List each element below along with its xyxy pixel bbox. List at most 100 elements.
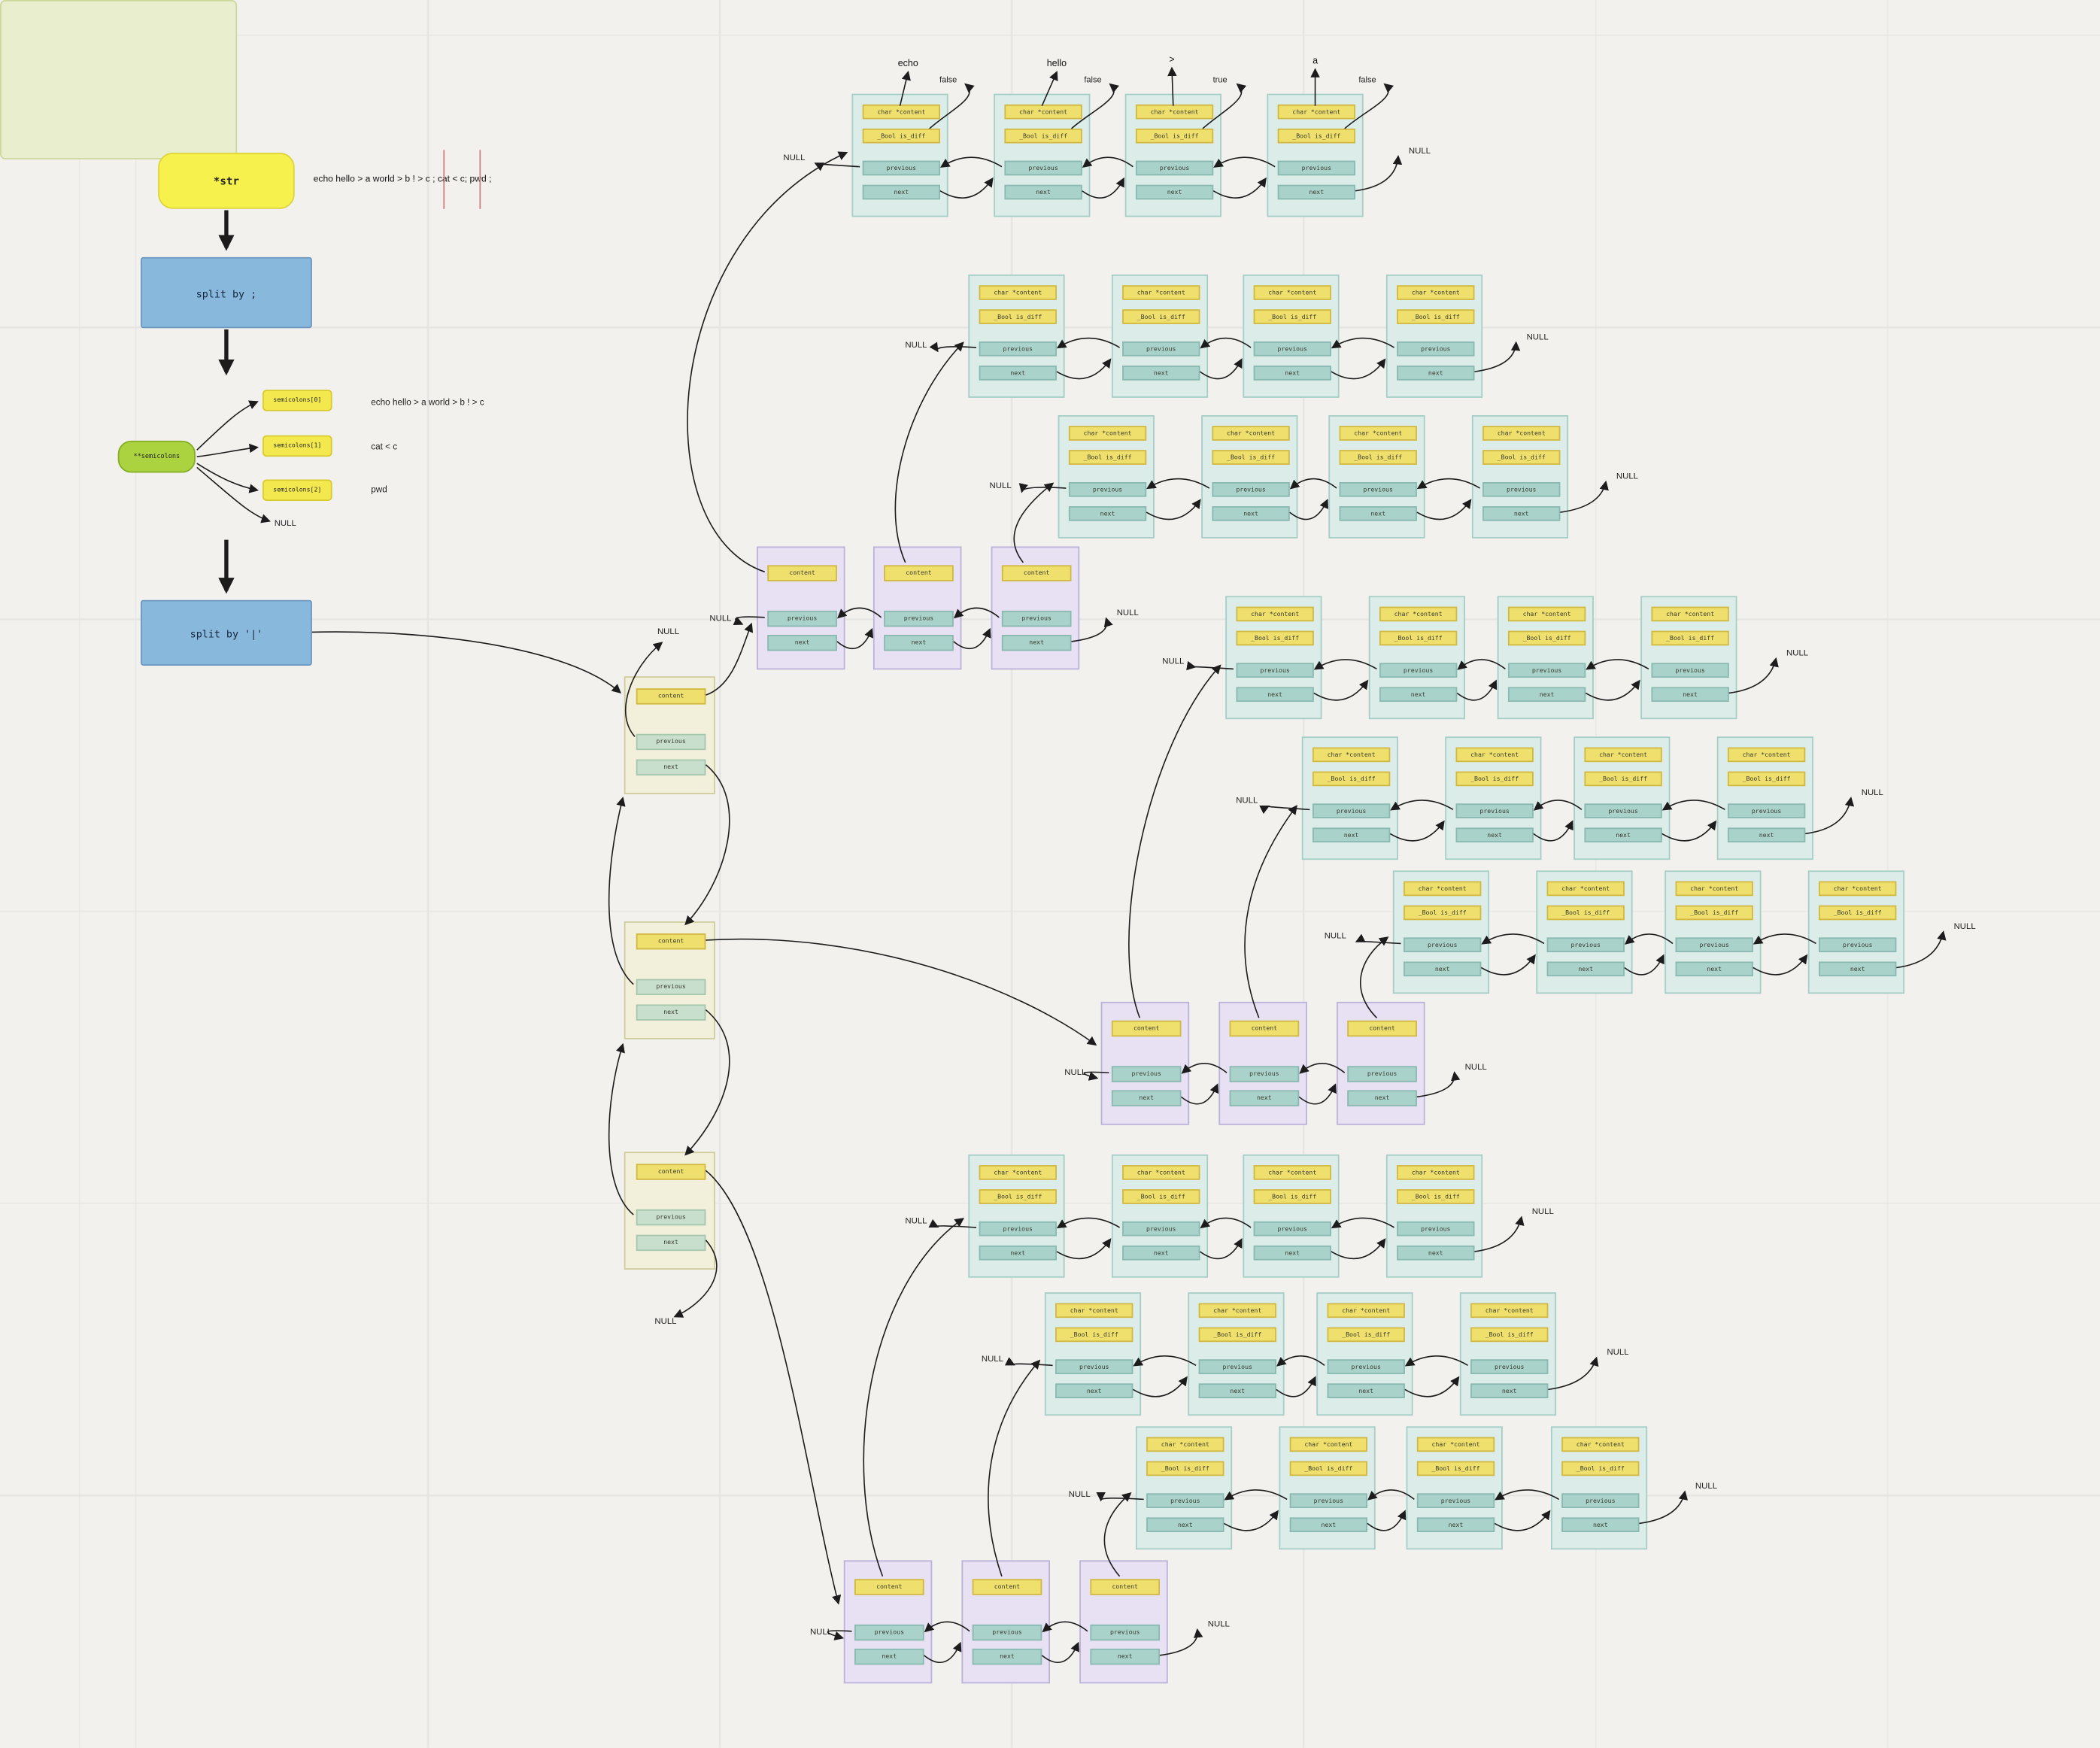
semicolons-item-0[interactable]: semicolons[0] [262,390,332,411]
field-previous: previous [1055,1359,1133,1374]
field-char-content: char *content [1416,1437,1495,1452]
field-char-content: char *content [1561,1437,1640,1452]
null-label: NULL [1531,1207,1554,1217]
field-next: next [1416,1517,1495,1533]
null-label: NULL [1953,921,1976,932]
field-bool-is-diff: _Bool is_diff [1212,450,1290,465]
field-bool-is-diff: _Bool is_diff [1819,905,1897,921]
field-char-content: char *content [1651,606,1729,622]
split-by-semicolon-box[interactable]: split by ; [140,256,312,329]
field-previous: previous [1004,160,1082,176]
field-char-content: char *content [1404,881,1482,897]
null-label: NULL [905,1216,927,1227]
field-previous: previous [1236,663,1314,678]
bool-annotation: true [1212,75,1228,86]
null-label: NULL [1236,796,1258,806]
field-char-content: char *content [1482,426,1561,441]
field-next: next [767,635,837,651]
split-marker-line [443,150,445,209]
null-label: NULL [274,518,296,529]
null-label: NULL [1207,1619,1230,1630]
field-char-content: char *content [1289,1437,1367,1452]
field-next: next [1470,1383,1549,1398]
semicolons-item-2[interactable]: semicolons[2] [262,479,332,501]
field-bool-is-diff: _Bool is_diff [1584,771,1662,787]
field-bool-is-diff: _Bool is_diff [1327,1327,1405,1343]
str-pointer-box[interactable]: *str [158,152,295,209]
field-char-content: char *content [1055,1303,1133,1319]
field-next: next [1135,184,1214,200]
field-bool-is-diff: _Bool is_diff [1312,771,1391,787]
field-previous: previous [1068,482,1147,497]
field-previous: previous [1146,1493,1224,1508]
split-by-pipe-box[interactable]: split by '|' [140,599,312,666]
field-previous: previous [1584,803,1662,818]
field-previous: previous [636,979,706,995]
field-previous: previous [1253,1221,1331,1237]
field-next: next [979,366,1057,381]
null-label: NULL [1464,1062,1487,1073]
field-previous: previous [1675,937,1753,953]
field-previous: previous [1289,1493,1367,1508]
semicolons-pointer-box[interactable]: **semicolons [117,440,196,473]
field-char-content: char *content [1122,1165,1200,1180]
field-next: next [1289,1517,1367,1533]
field-char-content: char *content [1236,606,1314,622]
field-bool-is-diff: _Bool is_diff [1675,905,1753,921]
field-previous: previous [1122,1221,1200,1237]
field-char-content: char *content [1397,285,1475,300]
field-next: next [972,1648,1042,1665]
field-next: next [1584,827,1662,842]
semicolons-item-1[interactable]: semicolons[1] [262,435,332,457]
null-label: NULL [989,481,1012,491]
